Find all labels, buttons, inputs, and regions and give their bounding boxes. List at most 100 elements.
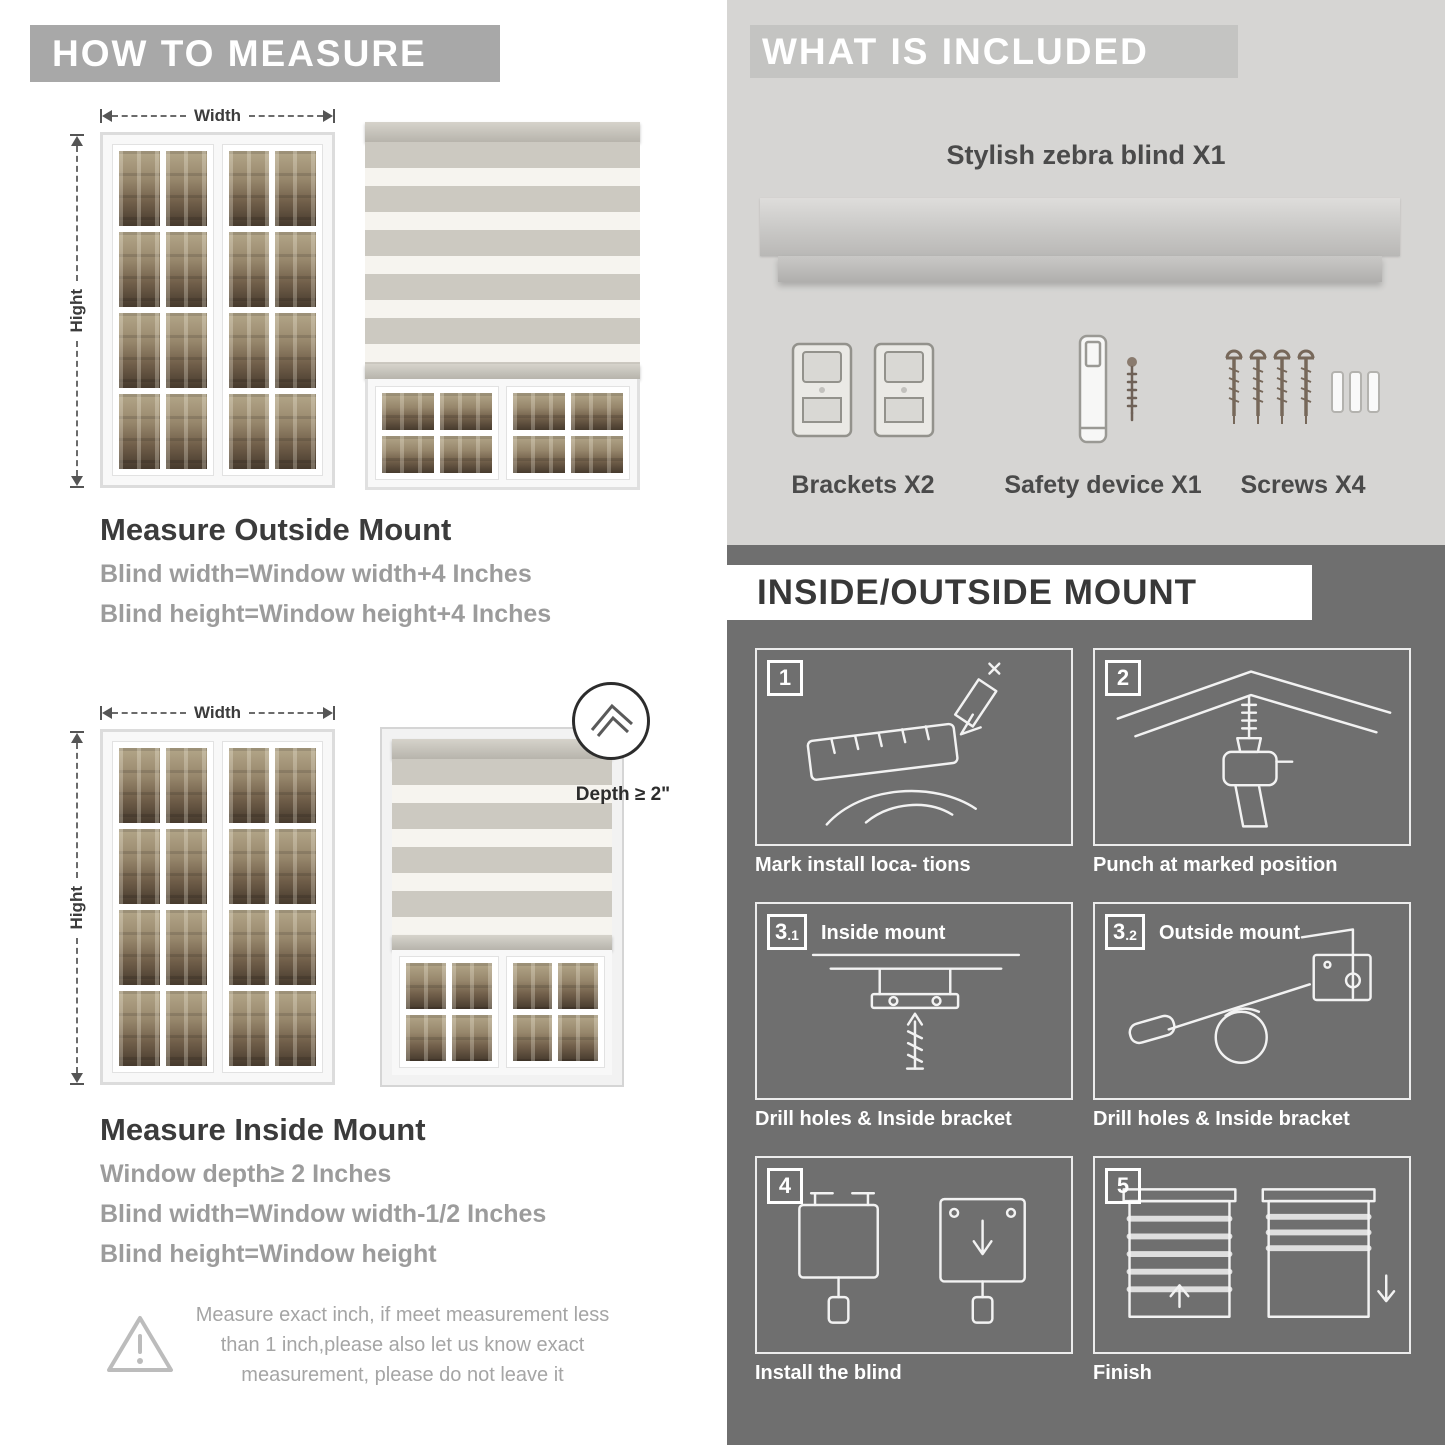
measure-end-cap bbox=[70, 1083, 84, 1085]
zebra-blind-inside-mount-illustration bbox=[380, 727, 624, 1087]
screws-label: Screws X4 bbox=[1240, 471, 1366, 499]
step-caption: Mark install loca- tions bbox=[755, 854, 971, 876]
measure-end-cap bbox=[70, 486, 84, 488]
width-measure-arrow: Width bbox=[100, 703, 335, 722]
included-item-screws: Screws X4 bbox=[1218, 332, 1388, 500]
step-number-badge: 1 bbox=[767, 660, 803, 696]
window-pane bbox=[571, 436, 623, 473]
window-pane bbox=[165, 748, 207, 823]
window-below-blind bbox=[365, 379, 640, 490]
window-pane bbox=[228, 394, 270, 469]
window-sash bbox=[112, 741, 214, 1073]
measurement-note: Measure exact inch, if meet measurement … bbox=[195, 1304, 610, 1386]
step-caption: Punch at marked position bbox=[1093, 854, 1338, 876]
window-pane bbox=[165, 151, 207, 226]
window-illustration bbox=[100, 132, 335, 488]
window-pane bbox=[275, 910, 316, 985]
window-pane bbox=[382, 436, 434, 473]
window-corner-icon bbox=[590, 703, 634, 737]
window-pane bbox=[275, 829, 316, 904]
window-pane bbox=[165, 991, 207, 1066]
window-pane bbox=[119, 313, 160, 388]
blind-top-rail bbox=[392, 739, 612, 759]
step-number: 3 bbox=[775, 919, 788, 944]
step-number-badge: 4 bbox=[767, 1168, 803, 1204]
arrow-up-icon bbox=[71, 733, 83, 743]
safety-device-label: Safety device X1 bbox=[1004, 471, 1202, 499]
window-pane bbox=[165, 829, 207, 904]
window-sash bbox=[112, 144, 214, 476]
step-number: 4 bbox=[778, 1173, 792, 1198]
window-pane bbox=[228, 313, 270, 388]
window-pane bbox=[228, 829, 270, 904]
outside-width-formula: Blind width=Window width+4 Inches bbox=[100, 560, 532, 588]
width-measure-arrow: Width bbox=[100, 106, 335, 125]
step-number: 5 bbox=[1116, 1173, 1130, 1198]
measure-end-cap bbox=[70, 731, 84, 733]
zebra-blind-valance-illustration bbox=[778, 256, 1382, 282]
step-caption: Drill holes & Inside bracket bbox=[1093, 1108, 1350, 1130]
step-panel: 5 bbox=[1093, 1156, 1411, 1354]
window-sash bbox=[505, 956, 605, 1068]
step-number-sub: .1 bbox=[787, 927, 799, 943]
window-pane bbox=[119, 748, 160, 823]
install-blind-illustration bbox=[798, 1192, 1026, 1324]
arrow-right-icon bbox=[323, 110, 333, 122]
how-to-measure-title: HOW TO MEASURE bbox=[52, 32, 427, 74]
mount-step-5: 5 Finish bbox=[1093, 1156, 1411, 1385]
step-number: 1 bbox=[778, 665, 792, 690]
mount-section-background bbox=[727, 545, 1445, 1445]
measure-end-cap bbox=[333, 109, 335, 123]
window-pane bbox=[512, 963, 553, 1009]
window-pane bbox=[558, 1015, 598, 1061]
dashed-line bbox=[76, 743, 78, 879]
included-item-safety-device: Safety device X1 bbox=[988, 332, 1218, 500]
window-pane bbox=[440, 436, 492, 473]
width-label: Width bbox=[193, 703, 242, 722]
window-below-blind bbox=[392, 950, 612, 1075]
step-title: Inside mount bbox=[821, 922, 946, 944]
window-pane bbox=[165, 394, 207, 469]
depth-callout-label: Depth ≥ 2" bbox=[575, 784, 671, 805]
outside-height-formula: Blind height=Window height+4 Inches bbox=[100, 600, 552, 628]
window-pane bbox=[382, 393, 434, 430]
step-number-badge: 3.2 bbox=[1105, 914, 1145, 950]
inside-height-formula: Blind height=Window height bbox=[100, 1240, 437, 1268]
window-sash bbox=[506, 386, 630, 480]
step-number-badge: 5 bbox=[1105, 1168, 1141, 1204]
zebra-blind-stripes bbox=[392, 759, 612, 935]
window-pane bbox=[275, 394, 316, 469]
window-pane bbox=[571, 393, 623, 430]
arrow-up-icon bbox=[71, 136, 83, 146]
step-panel: 3.2 Outside mount bbox=[1093, 902, 1411, 1100]
window-sash bbox=[221, 144, 323, 476]
dashed-line bbox=[76, 340, 78, 476]
step-number: 3 bbox=[1113, 919, 1126, 944]
blind-bottom-rail bbox=[365, 364, 640, 379]
window-illustration bbox=[100, 729, 335, 1085]
finish-blind-illustration bbox=[1122, 1188, 1396, 1318]
measure-end-cap bbox=[100, 706, 102, 720]
window-pane bbox=[119, 910, 160, 985]
inside-outside-mount-header: INSIDE/OUTSIDE MOUNT bbox=[727, 565, 1312, 620]
window-pane bbox=[275, 991, 316, 1066]
window-sash bbox=[399, 956, 499, 1068]
mount-step-2: 2 Punch at marked position bbox=[1093, 648, 1411, 877]
inside-depth-formula: Window depth≥ 2 Inches bbox=[100, 1160, 392, 1188]
window-pane bbox=[558, 963, 598, 1009]
how-to-measure-header: HOW TO MEASURE bbox=[30, 25, 500, 82]
window-pane bbox=[119, 991, 160, 1066]
step-number: 2 bbox=[1116, 665, 1130, 690]
zebra-blind-stripes bbox=[365, 142, 640, 364]
window-pane bbox=[406, 1015, 446, 1061]
zebra-blind-outside-mount-illustration bbox=[365, 122, 640, 490]
step-panel: 3.1 Inside mount bbox=[755, 902, 1073, 1100]
window-pane bbox=[513, 393, 565, 430]
what-is-included-header: WHAT IS INCLUDED bbox=[750, 25, 1238, 78]
window-pane bbox=[451, 1015, 492, 1061]
screws-icon bbox=[1224, 349, 1380, 426]
brackets-icon bbox=[791, 342, 935, 438]
inside-mount-title: Measure Inside Mount bbox=[100, 1112, 426, 1147]
measure-end-cap bbox=[70, 134, 84, 136]
inside-width-formula: Blind width=Window width-1/2 Inches bbox=[100, 1200, 547, 1228]
